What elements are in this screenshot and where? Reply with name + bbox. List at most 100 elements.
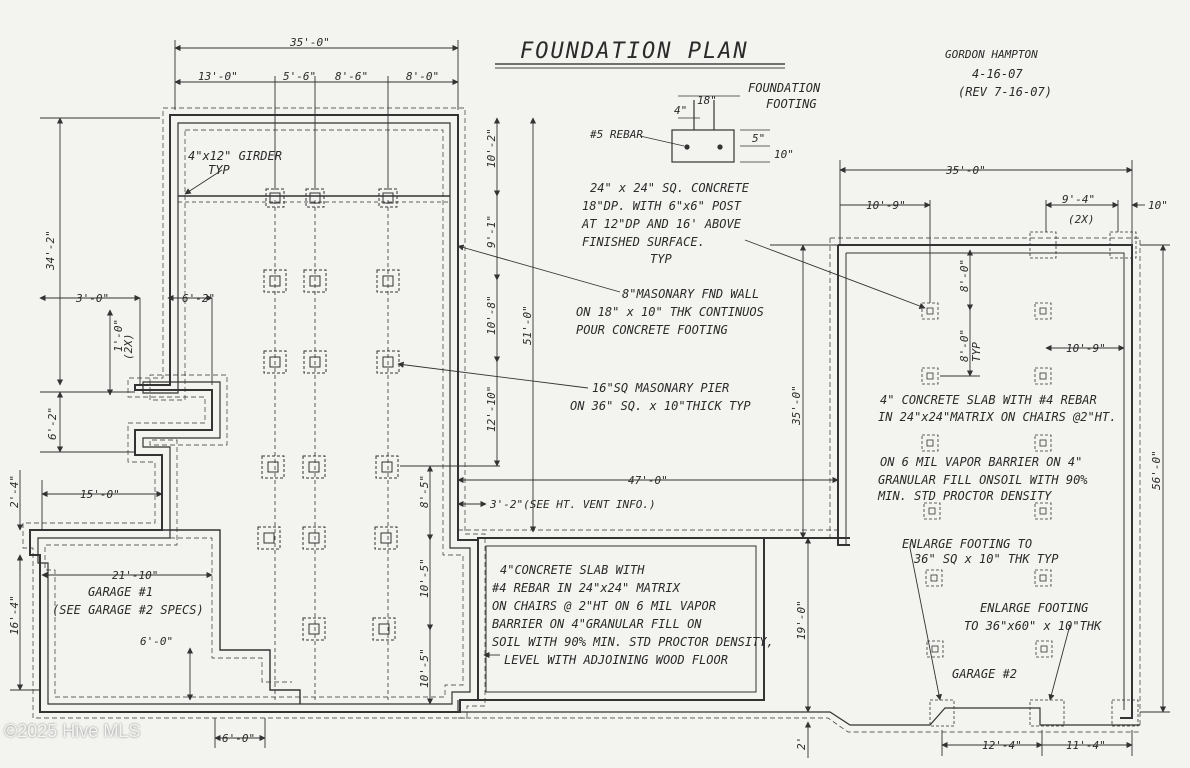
dim-51-0: 51'-0" [521,305,534,345]
post [921,367,939,385]
post [1034,434,1052,452]
dim-10-5b: 10'-5" [418,648,431,688]
post-note-5: TYP [650,252,672,266]
dimension-lines [10,40,1170,758]
post [1034,302,1052,320]
enlarge-note-1a: ENLARGE FOOTING TO [902,537,1032,551]
dim-g2-8-0b: 8'-0" [958,329,971,362]
center-note-5: SOIL WITH 90% MIN. STD PROCTOR DENSITY, [492,635,774,649]
post [1034,569,1052,587]
watermark: ©2025 Hive MLS [4,721,141,741]
post [926,640,944,658]
footing-label-1: FOUNDATION [748,81,821,95]
girder-note-1: 4"x12" GIRDER [188,149,282,163]
dim-left-overall: 34'-2" [44,230,57,271]
wall-note-2: ON 18" x 10" THK CONTINUOS [576,305,764,319]
post [925,569,943,587]
garage-2-walls [829,231,1141,727]
center-note-3: ON CHAIRS @ 2"HT ON 6 MIL VAPOR [492,599,716,613]
dim-16-4: 16'-4" [8,595,21,635]
center-note-6: LEVEL WITH ADJOINING WOOD FLOOR [504,653,728,667]
dim-47-0: 47'-0" [628,474,668,487]
dim-g2-10-9b: 10'-9" [1066,342,1106,355]
wall-note-1: 8"MASONARY FND WALL [622,287,759,301]
pier-grid [257,188,400,641]
dim-top-1: 13'-0" [198,70,238,83]
post [1034,367,1052,385]
pier [263,350,287,374]
dim-g2-12-4: 12'-4" [982,739,1022,752]
revision-date: (REV 7-16-07) [958,85,1052,99]
dim-top-2: 5'-6" [283,70,316,83]
dim-2-4: 2'-4" [8,475,21,508]
post-note-2: 18"DP. WITH 6"x6" POST [582,199,742,213]
center-note-2: #4 REBAR IN 24"x24" MATRIX [491,581,681,595]
dim-21-10: 21'-10" [112,569,158,582]
pier [303,350,327,374]
dim-10-5a: 10'-5" [418,558,431,598]
pier [374,526,398,550]
plan-title: FOUNDATION PLAN [520,39,749,64]
footing-dim-left: 4" [674,104,687,117]
pier [261,455,285,479]
dim-8-5: 8'-5" [418,475,431,508]
garage-2-label: GARAGE #2 [952,667,1017,681]
dim-3-0: 3'-0" [75,292,109,305]
pier [305,188,325,208]
g2-slab-note-1: 4" CONCRETE SLAB WITH #4 REBAR [880,393,1097,407]
footing-detail [639,95,770,163]
pier [265,188,285,208]
pier [302,455,326,479]
g2-slab-note-2: IN 24"x24"MATRIX ON CHAIRS @2"HT. [878,410,1116,424]
girder-line [178,195,450,700]
dim-g2-8-0a: 8'-0" [958,259,971,292]
dim-top-4: 8'-0" [406,70,439,83]
drawing-date: 4-16-07 [972,67,1023,81]
leader-lines [184,169,1071,701]
house-foundation-walls [22,107,486,719]
enlarge-note-1b: 36" SQ x 10" THK TYP [913,552,1059,566]
dim-g2-56-0: 56'-0" [1150,450,1163,490]
garage-2-posts [921,302,1053,658]
footing-label-2: FOOTING [766,97,817,111]
dim-3-2: 3'-2"(SEE HT. VENT INFO.) [489,498,656,511]
post [921,302,939,320]
pier-note-1: 16"SQ MASONARY PIER [592,381,729,395]
pier [375,455,399,479]
dim-35-0-mid: 35'-0" [790,385,803,426]
dim-9-1: 9'-1" [485,215,498,248]
pier [302,526,326,550]
pier-note-2: ON 36" SQ. x 10"THICK TYP [570,399,751,413]
post [921,434,939,452]
dim-g2-35-0: 35'-0" [945,164,986,177]
dim-g2-9-4: 9'-4" [1062,193,1095,206]
garage-1-label: GARAGE #1 [88,585,153,599]
pier [263,269,287,293]
dim-12-10: 12'-10" [485,386,498,432]
pier [302,617,326,641]
dim-6-2a: 6'-2" [182,292,215,305]
pier [303,269,327,293]
post-note-3: AT 12"DP AND 16' ABOVE [581,217,742,231]
dim-10-2: 10'-2" [485,128,498,168]
vapor-note-1: ON 6 MIL VAPOR BARRIER ON 4" [880,455,1082,469]
center-note-1: 4"CONCRETE SLAB WITH [500,563,645,577]
dim-top-overall: 35'-0" [289,36,330,49]
post [923,502,941,520]
footing-dim-right-1: 5" [752,132,765,145]
dim-15-0: 15'-0" [80,488,120,501]
footing-dim-top: 18" [697,94,717,107]
enlarge-note-2b: TO 36"x60" x 10"THK [964,619,1102,633]
dim-g2-11-4: 11'-4" [1066,739,1106,752]
dim-10-8: 10'-8" [485,295,498,335]
vapor-note-2: GRANULAR FILL ONSOIL WITH 90% [878,473,1088,487]
pier [257,526,281,550]
dim-g2-10-9a: 10'-9" [866,199,906,212]
pier [372,617,396,641]
dim-1-0: 1'-0" [112,319,125,352]
dim-2: 2' [795,737,808,750]
dim-6-0a: 6'-0" [140,635,173,648]
dim-19-0: 19'-0" [795,600,808,640]
